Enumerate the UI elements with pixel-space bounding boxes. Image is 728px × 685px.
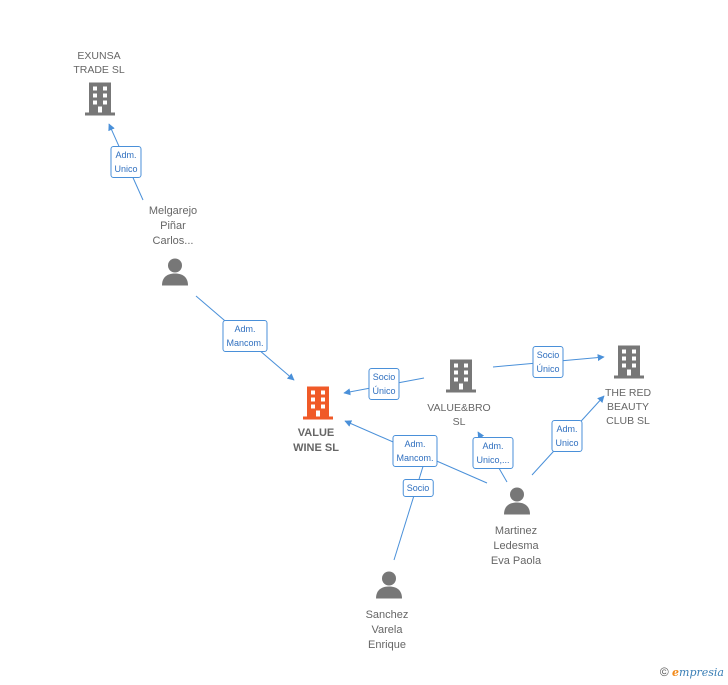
edge-tag-valuebro-redbeauty[interactable]: Socio Único xyxy=(532,346,564,378)
edge-tag-melgarejo-valuewine[interactable]: Adm. Mancom. xyxy=(222,320,268,352)
edge-tag-valuebro-valuewine[interactable]: Socio Único xyxy=(368,368,400,400)
company-node-red-beauty[interactable] xyxy=(612,344,646,385)
empresia-logo[interactable]: empresia xyxy=(672,666,724,679)
value-wine-label[interactable]: VALUE WINE SL xyxy=(293,427,339,454)
valuebro-label[interactable]: VALUE&BRO SL xyxy=(427,402,491,428)
edge-tag-sanchez-valuewine-socio[interactable]: Socio xyxy=(402,479,434,497)
company-node-exunsa[interactable] xyxy=(83,81,117,122)
edge-tag-sanchez-valuewine-adm[interactable]: Adm. Mancom. xyxy=(392,435,438,467)
red-beauty-label[interactable]: THE RED BEAUTY CLUB SL xyxy=(604,387,652,427)
edge-tag-martinez-valuebro[interactable]: Adm. Unico,... xyxy=(472,437,514,469)
person-icon xyxy=(376,571,402,599)
footer-brand: © empresia xyxy=(660,665,724,679)
company-node-valuebro[interactable] xyxy=(444,358,478,399)
martinez-label[interactable]: Martinez Ledesma Eva Paola xyxy=(490,525,542,567)
edge-sanchez-valuewine xyxy=(393,459,426,561)
melgarejo-label[interactable]: Melgarejo Piñar Carlos... xyxy=(148,205,198,247)
sanchez-label[interactable]: Sanchez Varela Enrique xyxy=(365,609,409,651)
building-icon xyxy=(446,359,476,393)
building-icon xyxy=(303,386,333,420)
building-icon xyxy=(85,82,115,116)
edge-tag-melgarejo-exunsa[interactable]: Adm. Unico xyxy=(110,146,142,178)
person-node-sanchez[interactable] xyxy=(374,570,404,605)
person-node-martinez[interactable] xyxy=(502,486,532,521)
person-icon xyxy=(504,487,530,515)
building-icon xyxy=(614,345,644,379)
copyright-symbol: © xyxy=(659,665,669,679)
person-icon xyxy=(162,258,188,286)
company-node-value-wine[interactable] xyxy=(301,385,335,426)
exunsa-label[interactable]: EXUNSA TRADE SL xyxy=(73,50,125,76)
person-node-melgarejo[interactable] xyxy=(160,257,190,292)
edge-tag-martinez-redbeauty[interactable]: Adm. Unico xyxy=(551,420,583,452)
